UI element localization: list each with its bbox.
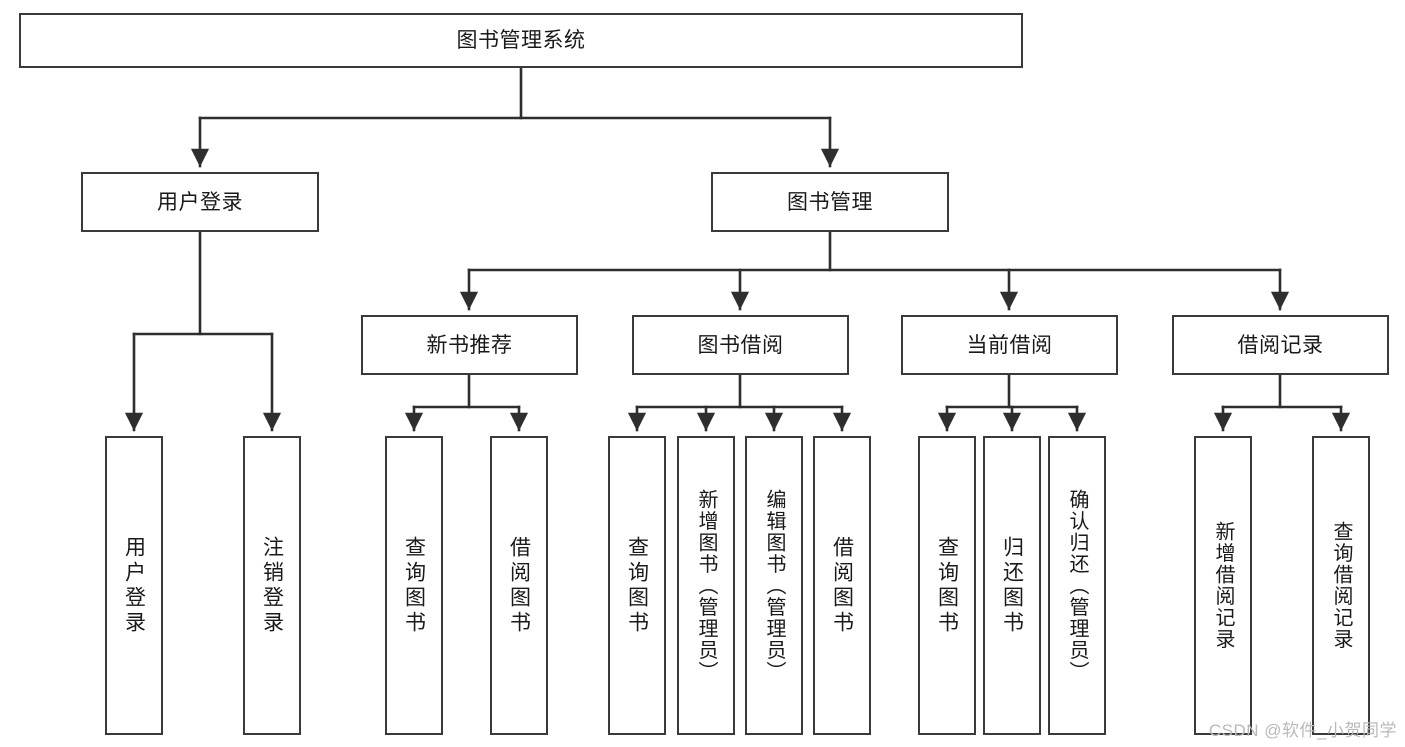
node-leaf-query-book-2[interactable]: 查询图书 xyxy=(608,436,666,735)
node-leaf-query-book-1-label: 查询图书 xyxy=(402,535,426,636)
node-leaf-borrow-book-2-label: 借阅图书 xyxy=(830,535,854,636)
node-leaf-query-record-label: 查询借阅记录 xyxy=(1330,521,1352,650)
node-leaf-query-book-3[interactable]: 查询图书 xyxy=(918,436,976,735)
node-leaf-borrow-book-2[interactable]: 借阅图书 xyxy=(813,436,871,735)
node-leaf-add-book-label: 新增图书（管理员） xyxy=(695,488,717,683)
node-leaf-logout-label: 注销登录 xyxy=(260,535,284,636)
node-leaf-query-book-3-label: 查询图书 xyxy=(935,535,959,636)
node-root[interactable]: 图书管理系统 xyxy=(19,13,1023,68)
node-new-book-recommend-label: 新书推荐 xyxy=(426,333,513,357)
node-leaf-confirm-return[interactable]: 确认归还（管理员） xyxy=(1048,436,1106,735)
node-leaf-edit-book-label: 编辑图书（管理员） xyxy=(763,488,785,683)
node-user-login[interactable]: 用户登录 xyxy=(81,172,319,232)
node-leaf-add-book[interactable]: 新增图书（管理员） xyxy=(677,436,735,735)
node-leaf-logout[interactable]: 注销登录 xyxy=(243,436,301,735)
node-leaf-confirm-return-label: 确认归还（管理员） xyxy=(1066,488,1088,683)
node-leaf-user-login-label: 用户登录 xyxy=(122,535,146,636)
node-current-borrow-label: 当前借阅 xyxy=(966,333,1053,357)
node-borrow-record-label: 借阅记录 xyxy=(1237,333,1324,357)
node-leaf-query-record[interactable]: 查询借阅记录 xyxy=(1312,436,1370,735)
node-leaf-return-book-label: 归还图书 xyxy=(1000,535,1024,636)
node-leaf-borrow-book-1[interactable]: 借阅图书 xyxy=(490,436,548,735)
node-leaf-edit-book[interactable]: 编辑图书（管理员） xyxy=(745,436,803,735)
node-leaf-borrow-book-1-label: 借阅图书 xyxy=(507,535,531,636)
node-book-borrow[interactable]: 图书借阅 xyxy=(632,315,849,375)
node-leaf-query-book-1[interactable]: 查询图书 xyxy=(385,436,443,735)
node-book-borrow-label: 图书借阅 xyxy=(697,333,784,357)
node-new-book-recommend[interactable]: 新书推荐 xyxy=(361,315,578,375)
node-book-manage-label: 图书管理 xyxy=(787,190,873,214)
node-leaf-query-book-2-label: 查询图书 xyxy=(625,535,649,636)
node-user-login-label: 用户登录 xyxy=(157,190,243,214)
node-borrow-record[interactable]: 借阅记录 xyxy=(1172,315,1389,375)
node-current-borrow[interactable]: 当前借阅 xyxy=(901,315,1118,375)
node-root-label: 图书管理系统 xyxy=(456,29,586,52)
node-leaf-user-login[interactable]: 用户登录 xyxy=(105,436,163,735)
node-leaf-add-record-label: 新增借阅记录 xyxy=(1212,521,1234,650)
node-leaf-return-book[interactable]: 归还图书 xyxy=(983,436,1041,735)
node-book-manage[interactable]: 图书管理 xyxy=(711,172,949,232)
node-leaf-add-record[interactable]: 新增借阅记录 xyxy=(1194,436,1252,735)
